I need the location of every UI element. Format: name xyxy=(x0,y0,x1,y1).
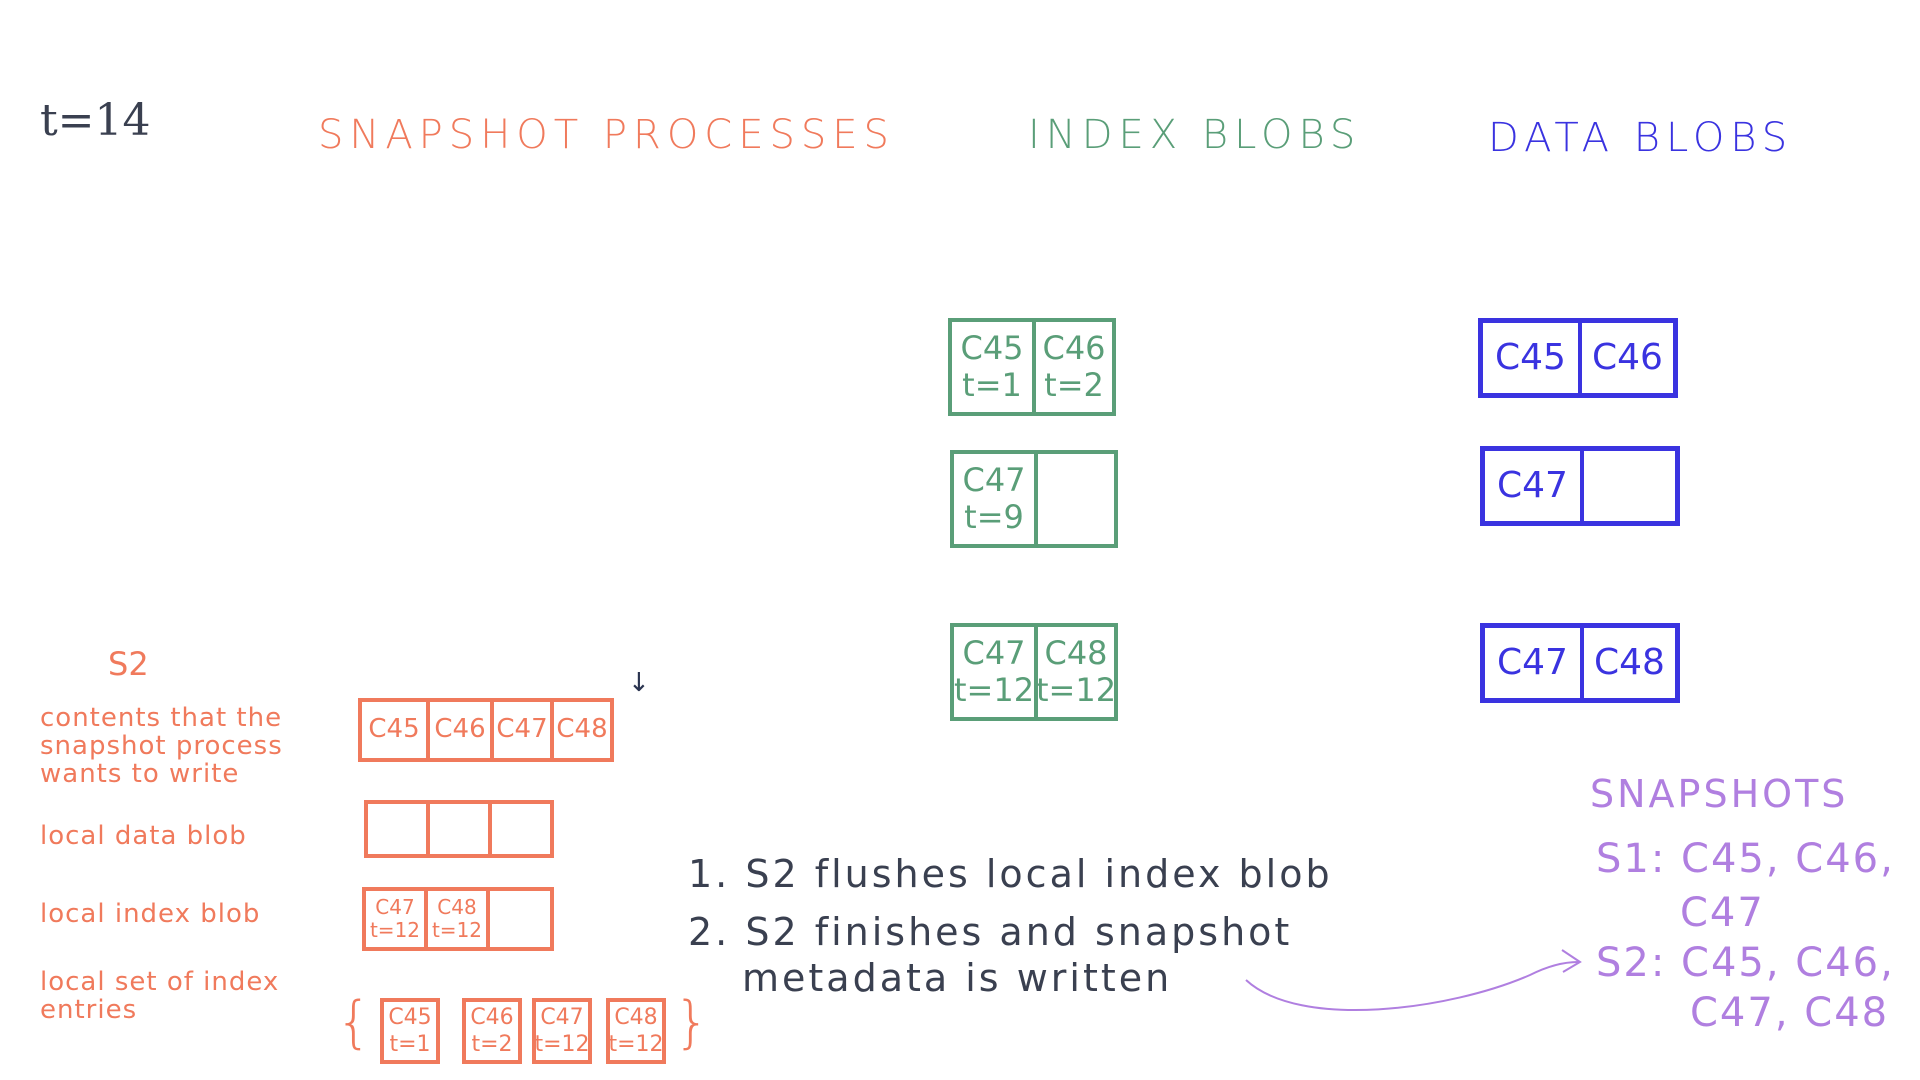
local-data-slot xyxy=(488,804,550,854)
content-chunk: C45 xyxy=(368,714,420,745)
content-chunk: C48 xyxy=(550,702,610,758)
snapshot-s2-line1: S2: C45, C46, xyxy=(1596,940,1895,986)
snapshot-s1-line1: S1: C45, C46, xyxy=(1596,836,1895,882)
local-data-slot xyxy=(426,804,488,854)
index-entry-empty xyxy=(1034,454,1114,544)
step-1: 1. S2 flushes local index blob xyxy=(688,852,1333,896)
local-index-label: local index blob xyxy=(40,899,261,929)
header-snapshot-processes: SNAPSHOT PROCESSES xyxy=(318,112,895,158)
header-index-blobs: INDEX BLOBS xyxy=(1028,112,1362,158)
arrow-down-icon: ↓ xyxy=(628,668,650,698)
data-chunk: C46 xyxy=(1578,323,1673,393)
data-blob-2: C47 xyxy=(1480,446,1680,526)
data-chunk: C48 xyxy=(1580,628,1675,698)
data-blob-3: C47 C48 xyxy=(1480,623,1680,703)
content-chunk: C46 xyxy=(426,702,490,758)
data-chunk: C45 xyxy=(1495,337,1566,379)
brace-open: { xyxy=(336,990,372,1055)
contents-row: C45 C46 C47 C48 xyxy=(358,698,614,762)
brace-close: } xyxy=(674,990,710,1055)
local-data-blob xyxy=(364,800,554,858)
data-chunk-empty xyxy=(1580,451,1675,521)
step-2: 2. S2 finishes and snapshot xyxy=(688,910,1293,954)
snapshots-title: SNAPSHOTS xyxy=(1590,772,1849,816)
time-label: t=14 xyxy=(40,95,151,146)
contents-label: contents that the snapshot process wants… xyxy=(40,703,283,789)
process-name: S2 xyxy=(108,645,149,683)
data-chunk: C47 xyxy=(1497,642,1568,684)
local-index-slot-empty xyxy=(486,891,550,947)
header-data-blobs: DATA BLOBS xyxy=(1488,115,1794,161)
snapshot-s2-line2: C47, C48 xyxy=(1690,990,1890,1036)
data-chunk: C47 xyxy=(1497,465,1568,507)
step-2-continued: metadata is written xyxy=(742,956,1173,1000)
snapshot-s1-line2: C47 xyxy=(1680,890,1765,936)
content-chunk: C47 xyxy=(490,702,550,758)
entries-label: local set of index entries xyxy=(40,967,280,1025)
data-blob-1: C45 C46 xyxy=(1478,318,1678,398)
local-data-label: local data blob xyxy=(40,821,247,851)
